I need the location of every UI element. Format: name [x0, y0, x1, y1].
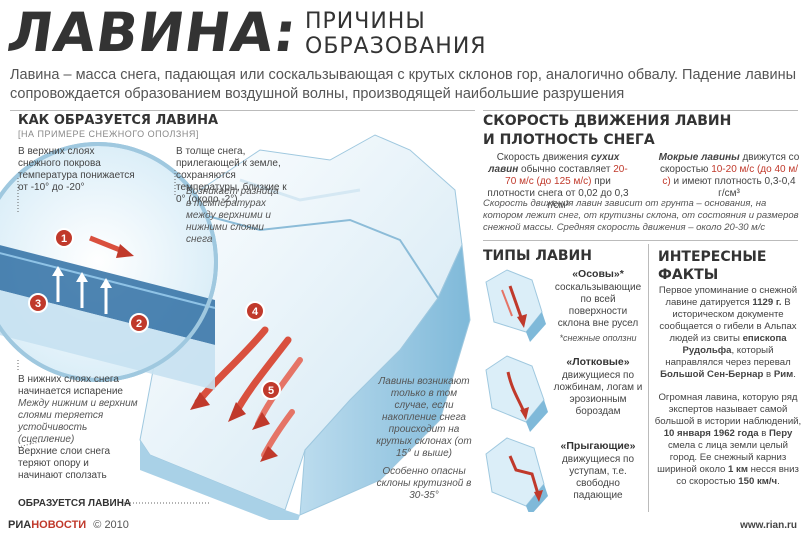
- facts-title-line-1: ИНТЕРЕСНЫЕ: [658, 249, 767, 265]
- section-title-types: ТИПЫ ЛАВИН: [483, 248, 592, 264]
- fact-2: Огромная лавина, которую ряд экспертов н…: [654, 392, 802, 487]
- type-prygayushchie-icon: [485, 437, 548, 512]
- avalanche-illustration: 1 2 3 4 5: [0, 134, 471, 520]
- note-temp-difference: Возникает разница в температурах между в…: [186, 186, 279, 245]
- svg-text:2: 2: [136, 318, 142, 330]
- note-dangerous-slopes: Особенно опасны склоны крутизной в 30-35…: [376, 466, 472, 501]
- speed-title-line-1: СКОРОСТЬ ДВИЖЕНИЯ ЛАВИН: [483, 113, 732, 129]
- section-title-how: КАК ОБРАЗУЕТСЯ ЛАВИНА: [18, 113, 219, 128]
- type-lotkovye: «Лотковые» движущиеся по ложбинам, логам…: [552, 356, 644, 418]
- divider: [10, 110, 475, 111]
- page-subtitle: ПРИЧИНЫ ОБРАЗОВАНИЯ: [305, 9, 487, 59]
- type-name: «Прыгающие»: [560, 440, 636, 452]
- note-thick-layer: В толще снега, прилегающей к земле, сохр…: [176, 146, 287, 205]
- logo-part-ria: РИА: [8, 519, 32, 531]
- type-name: «Лотковые»: [566, 356, 630, 368]
- speed-note: Скорость движения лавин зависит от грунт…: [483, 198, 799, 233]
- divider: [483, 110, 798, 111]
- dry-avalanche-text: Скорость движения сухих лавин обычно сос…: [487, 152, 629, 211]
- section-title-facts: ИНТЕРЕСНЫЕ ФАКТЫ: [658, 248, 766, 284]
- type-desc: движущиеся по ложбинам, логам и эрозионн…: [553, 370, 643, 417]
- note-upper-layers: В верхних слоях снежного покрова темпера…: [18, 146, 135, 193]
- vertical-divider: [648, 244, 649, 512]
- note-lost-stability: Между нижним и верхним слоями теряется у…: [18, 398, 138, 445]
- svg-text:5: 5: [268, 385, 274, 397]
- slide-arrow: [194, 326, 269, 406]
- note-top-slide: Верхние слои снега теряют опору и начина…: [18, 446, 111, 481]
- marker-2: 2: [129, 313, 149, 333]
- type-osovy-icon: [485, 269, 546, 342]
- svg-text:1: 1: [61, 233, 67, 245]
- marker-1: 1: [54, 228, 74, 248]
- type-osovy: «Осовы»* соскальзывающие по всей поверхн…: [552, 268, 644, 344]
- marker-4: 4: [245, 301, 265, 321]
- subtitle-line-1: ПРИЧИНЫ: [305, 9, 426, 34]
- divider: [483, 240, 798, 241]
- type-footnote: *снежные оползни: [559, 333, 637, 343]
- wet-avalanche-text: Мокрые лавины движутся со скоростью 10-2…: [658, 152, 800, 199]
- type-lotkovye-icon: [485, 355, 548, 432]
- fact-1: Первое упоминание о снежной лавине датир…: [658, 285, 798, 380]
- type-prygayushchie: «Прыгающие» движущиеся по уступам, т.е. …: [552, 440, 644, 502]
- section-subtitle-how: [на примере снежного оползня]: [18, 129, 199, 139]
- facts-title-line-2: ФАКТЫ: [658, 267, 719, 283]
- intro-text: Лавина – масса снега, падающая или соска…: [10, 67, 797, 102]
- logo-part-novosti: НОВОСТИ: [31, 519, 87, 531]
- note-avalanche-forms: ОБРАЗУЕТСЯ ЛАВИНА: [18, 498, 132, 509]
- speed-title-line-2: И ПЛОТНОСТЬ СНЕГА: [483, 132, 655, 148]
- type-desc: соскальзывающие по всей поверхности скло…: [554, 282, 642, 329]
- type-name: «Осовы»*: [572, 268, 624, 280]
- type-desc: движущиеся по уступам, т.е. свободно пад…: [561, 454, 635, 501]
- site-link[interactable]: www.rian.ru: [740, 520, 797, 531]
- ria-logo: РИАНОВОСТИ © 2010: [8, 519, 129, 531]
- note-lower-layers: В нижних слоях снега начинается испарени…: [18, 374, 123, 397]
- svg-text:3: 3: [35, 298, 41, 310]
- svg-text:4: 4: [252, 306, 259, 318]
- subtitle-line-2: ОБРАЗОВАНИЯ: [305, 34, 487, 59]
- note-steep-slopes: Лавины возникают только в том случае, ес…: [376, 376, 472, 459]
- copyright: © 2010: [93, 519, 129, 531]
- marker-3: 3: [28, 293, 48, 313]
- section-title-speed: СКОРОСТЬ ДВИЖЕНИЯ ЛАВИН И ПЛОТНОСТЬ СНЕГ…: [483, 112, 731, 150]
- types-illustrations: [485, 269, 548, 512]
- marker-5: 5: [261, 380, 281, 400]
